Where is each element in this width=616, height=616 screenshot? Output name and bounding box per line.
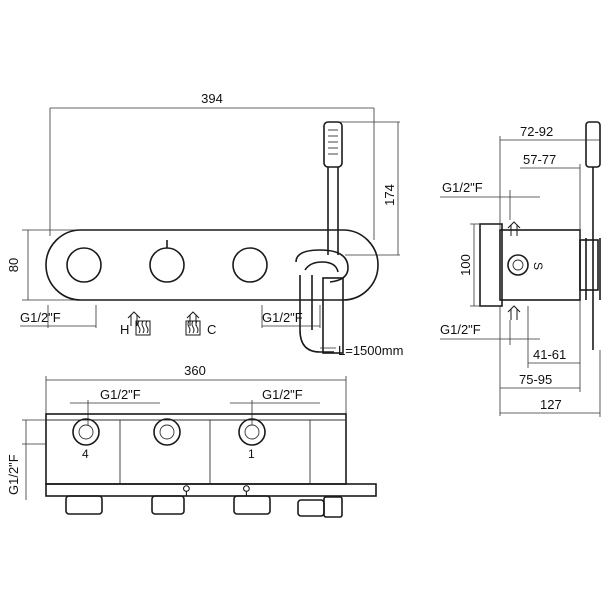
conn-label-bottom-vertical: G1/2"F (6, 454, 21, 495)
dim-label-360: 360 (184, 363, 206, 378)
base-plate (45, 483, 377, 497)
marking-b: ⚲ (242, 483, 251, 497)
housing (45, 413, 347, 485)
bottom-view: 360 G1/2"F G1/2"F 4 1 ⚲ ⚲ (6, 363, 377, 518)
front-view: 394 174 80 (6, 91, 403, 358)
conn-label-side-top: G1/2"F (442, 180, 483, 195)
handle-center (149, 247, 185, 283)
hot-label: H (120, 322, 129, 337)
valve-right (238, 418, 266, 446)
dim-label-75-95: 75-95 (519, 372, 552, 387)
hand-shower-icon (323, 121, 343, 255)
side-shower-head (585, 121, 601, 168)
hose-loop (299, 329, 334, 353)
foot-center (151, 495, 185, 515)
handle-left (66, 247, 102, 283)
dim-label-174: 174 (382, 184, 397, 206)
marking-a: ⚲ (182, 483, 191, 497)
shower-head-icon (323, 121, 343, 168)
side-wall-plate (479, 223, 503, 307)
side-view: S 72-92 57-77 G1/2"F 100 G1/2"F 41-61 (440, 121, 601, 417)
dim-label-100: 100 (458, 254, 473, 276)
arrow-up-icon (507, 305, 521, 320)
valve-center (153, 418, 181, 446)
outlet-nozzle (297, 499, 325, 517)
hose-outlet-inner (304, 261, 339, 273)
valve-left (72, 418, 100, 446)
conn-label-bottom-right: G1/2"F (262, 387, 303, 402)
dim-label-394: 394 (201, 91, 223, 106)
trim-plate (45, 229, 379, 301)
hose-length-label: L=1500mm (338, 343, 403, 358)
conn-label-front-right: G1/2"F (262, 310, 303, 325)
valve-mark-left: 4 (82, 447, 89, 461)
arrow-up-icon (507, 221, 521, 236)
side-marking: S (531, 262, 545, 270)
hand-shower-handle (322, 277, 344, 354)
side-handle (579, 239, 599, 291)
dim-label-41-61: 41-61 (533, 347, 566, 362)
dim-label-127: 127 (540, 397, 562, 412)
foot-right (233, 495, 271, 515)
side-connector (507, 254, 529, 276)
dim-label-72-92: 72-92 (520, 124, 553, 139)
foot-left (65, 495, 103, 515)
hot-inlet: H (120, 311, 151, 337)
arrow-up-icon (186, 311, 200, 326)
valve-mark-right: 1 (248, 447, 255, 461)
dim-label-57-77: 57-77 (523, 152, 556, 167)
handle-right (232, 247, 268, 283)
conn-label-front-left: G1/2"F (20, 310, 61, 325)
cold-inlet: C (185, 311, 216, 337)
dim-label-80: 80 (6, 258, 21, 272)
outlet-body (323, 496, 343, 518)
conn-label-bottom-left: G1/2"F (100, 387, 141, 402)
conn-label-side-bottom: G1/2"F (440, 322, 481, 337)
cold-label: C (207, 322, 216, 337)
